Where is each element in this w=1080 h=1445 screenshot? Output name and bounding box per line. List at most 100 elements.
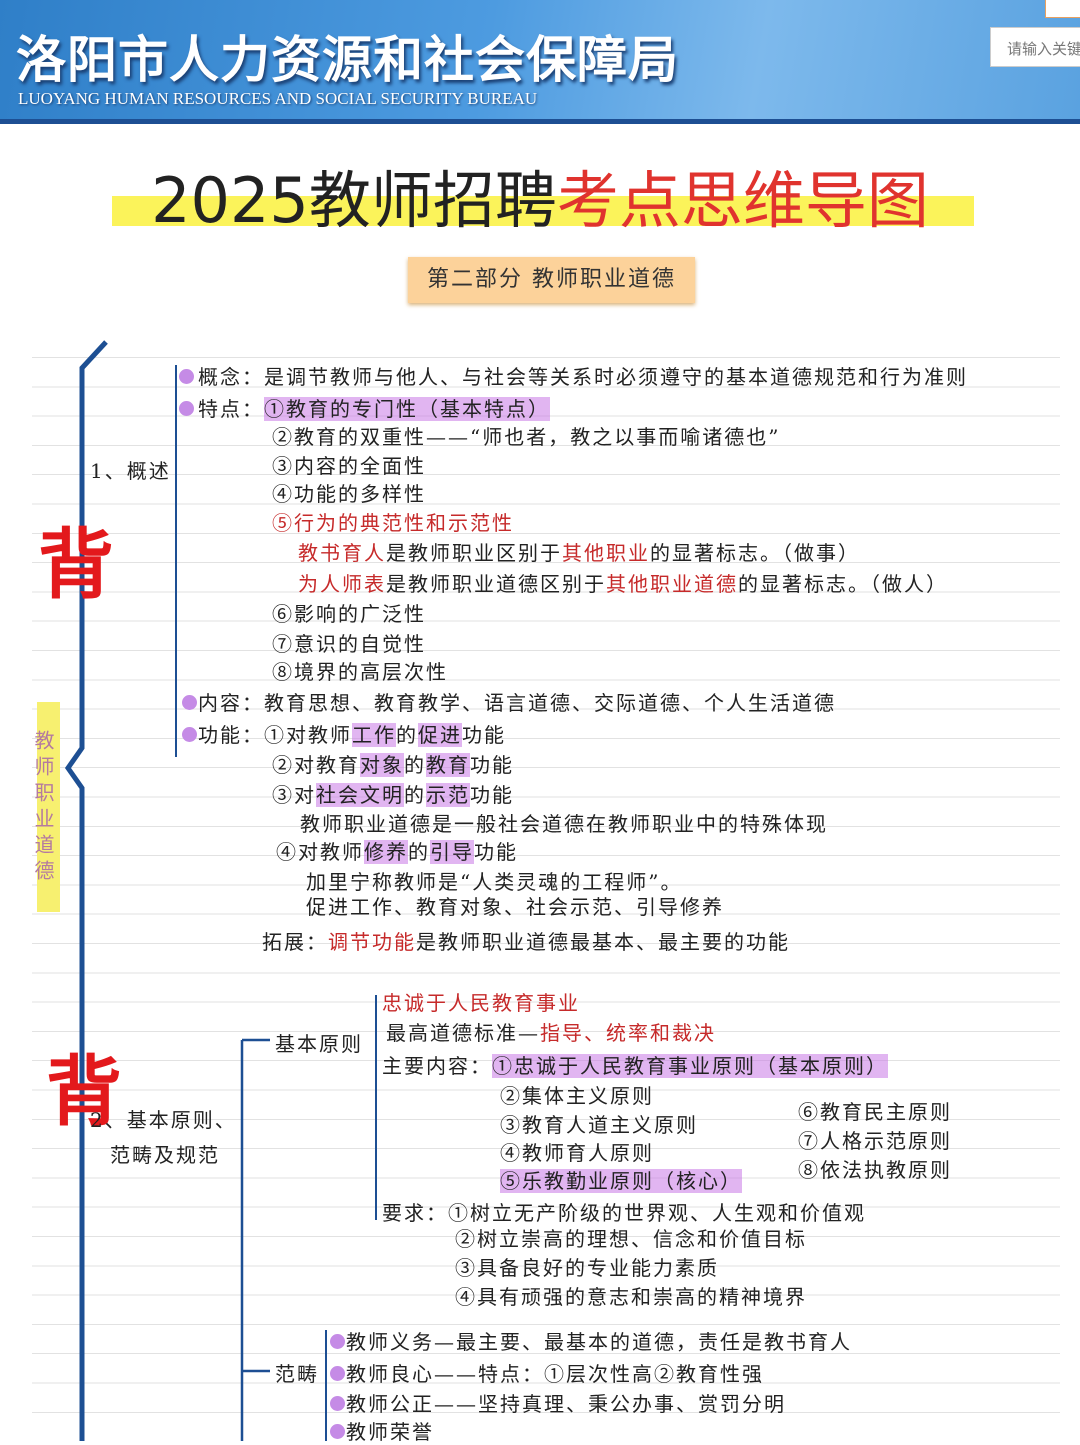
mindmap-line: ③教育人道主义原则 bbox=[500, 1112, 698, 1138]
text-segment: ④功能的多样性 bbox=[272, 482, 426, 506]
mindmap-line: ②对教育对象的教育功能 bbox=[272, 752, 514, 778]
site-subtitle: LUOYANG HUMAN RESOURCES AND SOCIAL SECUR… bbox=[18, 89, 538, 108]
text-segment: 主要内容： bbox=[382, 1054, 492, 1078]
mindmap-line: ⑤行为的典范性和示范性 bbox=[272, 510, 514, 536]
text-segment: 加里宁称教师是“人类灵魂的工程师”。 bbox=[306, 870, 683, 894]
text-segment: 教师职业道德是一般社会道德在教师职业中的特殊体现 bbox=[300, 812, 828, 836]
text-segment: 概念：是调节教师与他人、与社会等关系时必须遵守的基本道德规范和行为准则 bbox=[198, 365, 968, 389]
text-segment: 功能 bbox=[462, 723, 506, 747]
red-keyword: 其他职业道德 bbox=[606, 572, 738, 596]
site-header: 洛阳市人力资源和社会保障局 LUOYANG HUMAN RESOURCES AN… bbox=[0, 0, 1080, 124]
mindmap-line: ②集体主义原则 bbox=[500, 1083, 654, 1109]
bullet-icon bbox=[330, 1424, 345, 1439]
mindmap-line: 内容：教育思想、教育教学、语言道德、交际道德、个人生活道德 bbox=[198, 690, 836, 716]
title-black: 2025教师招聘 bbox=[151, 164, 557, 237]
ruled-lines bbox=[32, 357, 1060, 1441]
text-segment: 教师公正——坚持真理、秉公办事、赏罚分明 bbox=[346, 1392, 786, 1416]
text-segment: 是教师职业道德最基本、最主要的功能 bbox=[416, 930, 790, 954]
text-segment: ④具有顽强的意志和崇高的精神境界 bbox=[455, 1285, 807, 1309]
text-segment: 的 bbox=[396, 723, 418, 747]
mindmap-line: 教师职业道德是一般社会道德在教师职业中的特殊体现 bbox=[300, 811, 828, 837]
highlighted-text: 社会文明 bbox=[316, 783, 404, 807]
mindmap-line: ③内容的全面性 bbox=[272, 453, 426, 479]
text-segment: 教师义务—最主要、最基本的道德，责任是教书育人 bbox=[346, 1330, 852, 1354]
text-segment: 教师荣誉 bbox=[346, 1420, 434, 1444]
mindmap-line: 为人师表是教师职业道德区别于其他职业道德的显著标志。（做人） bbox=[298, 571, 948, 597]
site-title[interactable]: 洛阳市人力资源和社会保障局 bbox=[16, 31, 679, 89]
text-segment: 是教师职业道德区别于 bbox=[386, 572, 606, 596]
mindmap-line: ④功能的多样性 bbox=[272, 481, 426, 507]
bullet-icon bbox=[182, 727, 197, 742]
red-keyword: ⑤行为的典范性和示范性 bbox=[272, 511, 514, 535]
bullet-icon bbox=[330, 1334, 345, 1349]
text-segment: 的显著标志。（做人） bbox=[738, 572, 948, 596]
text-segment: ②集体主义原则 bbox=[500, 1084, 654, 1108]
text-segment: 功能 bbox=[474, 840, 518, 864]
mindmap-line: 教师荣誉 bbox=[346, 1419, 434, 1445]
highlighted-text: 修养 bbox=[364, 840, 408, 864]
page-title: 2025教师招聘考点思维导图 bbox=[0, 150, 1080, 240]
mindmap-line: ③对社会文明的示范功能 bbox=[272, 782, 514, 808]
text-segment: 的 bbox=[404, 753, 426, 777]
text-segment: ⑧境界的高层次性 bbox=[272, 660, 448, 684]
mindmap-line: ⑦人格示范原则 bbox=[798, 1128, 952, 1154]
text-segment: ②教育的双重性——“师也者，教之以事而喻诸德也” bbox=[272, 425, 781, 449]
text-segment: 促进工作、教育对象、社会示范、引导修养 bbox=[306, 895, 724, 919]
text-segment: 要求：①树立无产阶级的世界观、人生观和价值观 bbox=[382, 1201, 866, 1225]
highlighted-text: ①教育的专门性（基本特点） bbox=[264, 397, 550, 421]
highlighted-text: 教育 bbox=[426, 753, 470, 777]
section-tag: 第二部分 教师职业道德 bbox=[408, 257, 695, 303]
highlighted-text: 示范 bbox=[426, 783, 470, 807]
mindmap-line: ④教师育人原则 bbox=[500, 1140, 654, 1166]
mindmap-line: 教师义务—最主要、最基本的道德，责任是教书育人 bbox=[346, 1329, 852, 1355]
mindmap-line: ②教育的双重性——“师也者，教之以事而喻诸德也” bbox=[272, 424, 780, 450]
search-input[interactable]: 请输入关键 bbox=[990, 27, 1080, 67]
red-keyword: 教书育人 bbox=[298, 541, 386, 565]
highlighted-text: 工作 bbox=[352, 723, 396, 747]
memorize-mark-2: 背 bbox=[46, 1047, 122, 1136]
bullet-icon bbox=[179, 369, 194, 384]
red-keyword: 为人师表 bbox=[298, 572, 386, 596]
text-segment: 的 bbox=[408, 840, 430, 864]
title-red: 考点思维导图 bbox=[556, 164, 929, 237]
red-keyword: 调节功能 bbox=[328, 930, 416, 954]
text-segment: 的 bbox=[404, 783, 426, 807]
highlighted-text: 促进 bbox=[418, 723, 462, 747]
section2-label-b: 范畴及规范 bbox=[110, 1143, 220, 1167]
basic-principle-label: 基本原则 bbox=[275, 1032, 363, 1056]
highlighted-text: ①忠诚于人民教育事业原则（基本原则） bbox=[492, 1054, 888, 1078]
bullet-icon bbox=[182, 695, 197, 710]
mindmap-line: 最高道德标准—指导、统率和裁决 bbox=[386, 1020, 716, 1046]
mindmap-line: 主要内容：①忠诚于人民教育事业原则（基本原则） bbox=[382, 1053, 888, 1079]
mindmap-line: ⑦意识的自觉性 bbox=[272, 631, 426, 657]
text-segment: 教师良心——特点：①层次性高②教育性强 bbox=[346, 1362, 764, 1386]
mindmap-line: ⑥影响的广泛性 bbox=[272, 601, 426, 627]
main-brace bbox=[64, 340, 108, 1441]
mindmap-line: ⑤乐教勤业原则（核心） bbox=[500, 1168, 742, 1194]
text-segment: 功能 bbox=[470, 783, 514, 807]
text-segment: ⑦意识的自觉性 bbox=[272, 632, 426, 656]
mindmap-line: 功能：①对教师工作的促进功能 bbox=[198, 722, 506, 748]
top-button[interactable] bbox=[1045, 0, 1080, 18]
text-segment: ④教师育人原则 bbox=[500, 1141, 654, 1165]
mindmap-line: 忠诚于人民教育事业 bbox=[382, 990, 580, 1016]
highlighted-text: ⑤乐教勤业原则（核心） bbox=[500, 1169, 742, 1193]
text-segment: ②树立崇高的理想、信念和价值目标 bbox=[455, 1227, 807, 1251]
text-segment: 功能：①对教师 bbox=[198, 723, 352, 747]
bullet-icon bbox=[179, 401, 194, 416]
text-segment: ⑦人格示范原则 bbox=[798, 1129, 952, 1153]
text-segment: 是教师职业区别于 bbox=[386, 541, 562, 565]
mindmap-line: 特点：①教育的专门性（基本特点） bbox=[198, 396, 550, 422]
text-segment: ③内容的全面性 bbox=[272, 454, 426, 478]
text-segment: ⑥影响的广泛性 bbox=[272, 602, 426, 626]
text-segment: 内容：教育思想、教育教学、语言道德、交际道德、个人生活道德 bbox=[198, 691, 836, 715]
bullet-icon bbox=[330, 1366, 345, 1381]
text-segment: ③对 bbox=[272, 783, 316, 807]
mindmap-line: 教师良心——特点：①层次性高②教育性强 bbox=[346, 1361, 764, 1387]
mindmap-line: 概念：是调节教师与他人、与社会等关系时必须遵守的基本道德规范和行为准则 bbox=[198, 364, 968, 390]
category-label: 范畴 bbox=[275, 1362, 319, 1386]
red-keyword: 指导、统率和裁决 bbox=[540, 1021, 716, 1045]
section2-bracket bbox=[240, 1038, 270, 1441]
mindmap-line: 加里宁称教师是“人类灵魂的工程师”。 bbox=[306, 869, 682, 895]
